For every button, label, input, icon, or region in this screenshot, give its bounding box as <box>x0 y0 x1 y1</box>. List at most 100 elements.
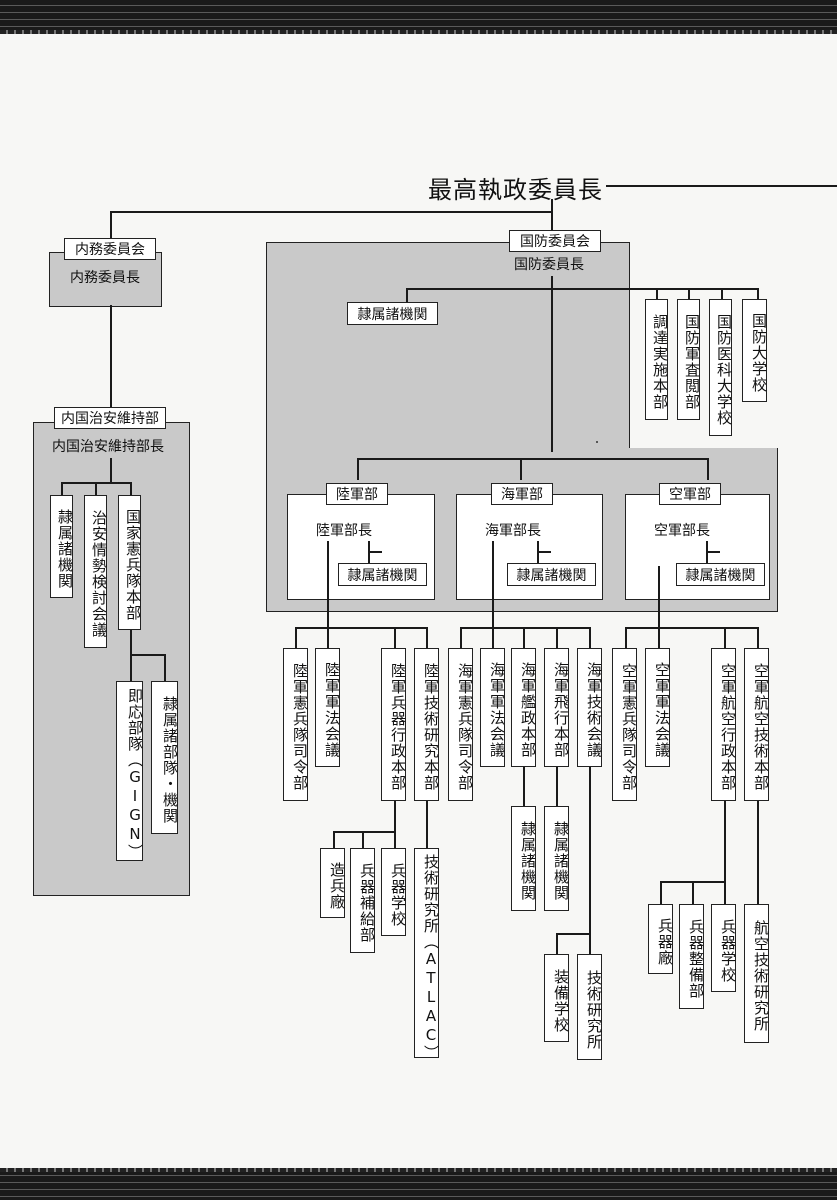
connector <box>625 627 758 629</box>
connector <box>406 288 551 290</box>
connector <box>523 627 525 649</box>
connector <box>625 627 627 649</box>
air-ordnance-school-box: 兵器学校 <box>711 904 737 992</box>
interior-subordinate-box: 隷属諸機関 <box>50 495 74 598</box>
connector <box>757 627 759 649</box>
connector <box>460 627 462 649</box>
top-border-band <box>0 0 837 34</box>
public-security-council-box: 治安情勢検討会議 <box>84 495 108 648</box>
inspection-dept-box: 国防軍査閲部 <box>677 299 701 420</box>
connector <box>492 541 494 627</box>
connector <box>707 458 709 480</box>
interior-chair-label: 内務委員長 <box>70 270 140 286</box>
navy-court-martial-box: 海軍軍法会議 <box>480 648 506 767</box>
connector <box>368 551 382 553</box>
navy-tech-council-box: 海軍技術会議 <box>577 648 603 767</box>
connector <box>95 482 97 496</box>
connector <box>333 831 335 849</box>
connector <box>426 801 428 849</box>
connector <box>724 881 726 905</box>
connector <box>551 211 553 231</box>
gign-box: 即応部隊（GIGN） <box>116 681 144 861</box>
connector <box>721 288 723 300</box>
defense-academy-box: 国防大学校 <box>742 299 768 402</box>
connector <box>492 627 494 649</box>
arsenal-box: 造兵廠 <box>320 848 346 918</box>
connector <box>551 288 758 290</box>
connector <box>130 630 132 654</box>
connector <box>757 801 759 905</box>
connector <box>295 627 427 629</box>
air-arsenal-box: 兵器廠 <box>648 904 674 974</box>
aviation-tech-lab-box: 航空技術研究所 <box>744 904 770 1043</box>
security-dept-label: 内国治安維持部 <box>54 407 166 429</box>
connector <box>658 566 660 627</box>
army-subordinate-box: 隷属諸機関 <box>338 563 427 586</box>
connector <box>61 482 63 496</box>
connector <box>660 881 662 905</box>
connector <box>110 458 112 482</box>
connector <box>110 211 552 213</box>
army-dept-label: 陸軍部 <box>326 483 388 505</box>
connector <box>606 185 837 187</box>
airforce-dept-label: 空軍部 <box>659 483 721 505</box>
ordnance-school-box: 兵器学校 <box>381 848 407 936</box>
supreme-chairman-title: 最高執政委員長 <box>428 176 603 204</box>
interior-committee-label: 内務委員会 <box>64 238 156 260</box>
connector <box>327 541 329 627</box>
procurement-hq-box: 調達実施本部 <box>645 299 669 420</box>
airforce-subordinate-box: 隷属諸機関 <box>676 563 765 586</box>
connector <box>706 551 720 553</box>
connector <box>110 305 112 408</box>
connector <box>357 458 359 480</box>
equipment-school-box: 装備学校 <box>544 954 570 1042</box>
navy-tech-lab-box: 技術研究所 <box>577 954 603 1060</box>
medical-college-box: 国防医科大学校 <box>709 299 733 436</box>
connector <box>556 767 558 807</box>
airforce-aviation-tech-hq-box: 空軍航空技術本部 <box>744 648 770 801</box>
connector <box>688 288 690 300</box>
speck <box>596 441 598 443</box>
navy-dept-label: 海軍部 <box>491 483 553 505</box>
connector <box>460 627 590 629</box>
flight-subordinate-box: 隷属諸機関 <box>544 806 570 911</box>
defense-committee-panel <box>266 242 630 452</box>
army-court-martial-box: 陸軍軍法会議 <box>315 648 341 767</box>
connector <box>757 288 759 300</box>
connector <box>551 276 553 452</box>
connector <box>130 482 132 496</box>
defense-subordinate-box: 隷属諸機関 <box>347 302 438 325</box>
atlac-box: 技術研究所（ATLAC） <box>414 848 440 1061</box>
connector <box>357 458 708 460</box>
connector <box>589 627 591 649</box>
army-ordnance-hq-box: 陸軍兵器行政本部 <box>381 648 407 801</box>
connector <box>556 933 558 955</box>
connector <box>362 831 364 849</box>
navy-gendarmerie-box: 海軍憲兵隊司令部 <box>448 648 474 801</box>
security-chief-label: 内国治安維持部長 <box>52 439 164 455</box>
navy-shipbuilding-hq-box: 海軍艦政本部 <box>511 648 537 767</box>
connector <box>556 933 590 935</box>
ordnance-maintenance-box: 兵器整備部 <box>679 904 705 1009</box>
connector <box>394 627 396 649</box>
connector <box>656 288 658 300</box>
connector <box>520 458 522 480</box>
connector <box>295 627 297 649</box>
connector <box>556 627 558 649</box>
navy-chief-label: 海軍部長 <box>485 523 541 539</box>
airforce-aviation-admin-hq-box: 空軍航空行政本部 <box>711 648 737 801</box>
connector <box>394 831 396 849</box>
ordnance-supply-box: 兵器補給部 <box>350 848 376 953</box>
connector <box>523 767 525 807</box>
connector <box>426 627 428 649</box>
connector <box>327 627 329 649</box>
connector <box>537 551 551 553</box>
connector <box>394 801 396 831</box>
army-gendarmerie-box: 陸軍憲兵隊司令部 <box>283 648 309 801</box>
connector <box>589 767 591 955</box>
airforce-chief-label: 空軍部長 <box>654 523 710 539</box>
airforce-gendarmerie-box: 空軍憲兵隊司令部 <box>612 648 638 801</box>
connector <box>724 801 726 881</box>
panel-join <box>267 444 628 452</box>
connector <box>130 654 132 682</box>
